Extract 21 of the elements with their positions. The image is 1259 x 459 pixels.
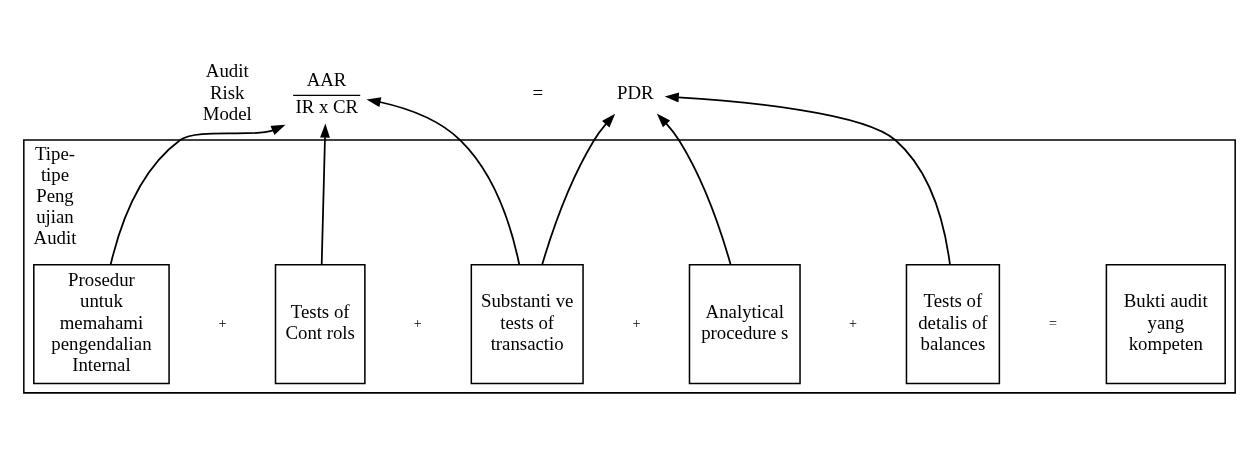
node-box: Substanti ve tests of transactio bbox=[470, 263, 584, 384]
node-box: Tests of Cont rols bbox=[274, 263, 366, 384]
arrow bbox=[366, 96, 521, 265]
node-text: PDR bbox=[617, 81, 654, 103]
label: = bbox=[1048, 314, 1057, 331]
node-box: Prosedur untuk memahami pengendalian Internal bbox=[33, 263, 170, 384]
label: + bbox=[413, 314, 422, 331]
arrow bbox=[320, 123, 330, 265]
node-text: AAR IR x CR bbox=[295, 68, 359, 117]
node-box: Tests of detalis of balances bbox=[905, 263, 1001, 384]
arrow bbox=[656, 113, 732, 265]
node-box: Bukti audit yang kompeten bbox=[1105, 263, 1226, 384]
arrow bbox=[664, 92, 951, 265]
label: = bbox=[532, 81, 544, 103]
label: + bbox=[632, 314, 641, 331]
node-box: Analytical procedure s bbox=[688, 263, 801, 384]
label: + bbox=[848, 314, 857, 331]
arrow bbox=[109, 124, 286, 265]
label: + bbox=[218, 314, 227, 331]
label: Audit Risk Model bbox=[202, 59, 252, 124]
arrow bbox=[541, 113, 616, 266]
